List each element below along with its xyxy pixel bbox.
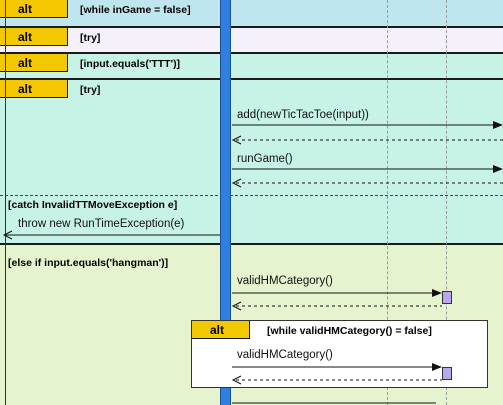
message-valid-hm-1: validHMCategory(): [237, 275, 333, 287]
fragment-try-outer: alt [try]: [0, 26, 503, 52]
guard-try-inner: [try]: [80, 84, 101, 96]
message-run-game: runGame(): [237, 153, 293, 165]
guard-while-ingame: [while inGame = false]: [80, 4, 191, 16]
alt-tag: alt: [0, 28, 68, 46]
activation-box-validhm-1: [442, 291, 452, 304]
fragment-try-inner: alt [try]: [0, 78, 503, 243]
message-throw: throw new RunTimeException(e): [18, 218, 185, 230]
return-head-valid-hm-1: [231, 301, 242, 311]
alt-tag: alt: [0, 54, 68, 72]
message-add: add(newTicTacToe(input)): [237, 109, 369, 121]
alt-tag: alt: [0, 80, 68, 98]
return-head-run-game: [231, 178, 242, 188]
activation-bar-main: [220, 0, 231, 405]
return-head-add: [231, 135, 242, 145]
fragment-input-ttt: alt [input.equals('TTT')]: [0, 52, 503, 78]
alt-tag: alt: [192, 321, 250, 339]
fragment-while-ingame: alt [while inGame = false]: [0, 0, 503, 26]
arrowhead-add: [493, 121, 503, 129]
arrowhead-run-game: [493, 165, 503, 173]
guard-catch: [catch InvalidTTMoveException e]: [8, 199, 178, 211]
message-valid-hm-2: validHMCategory(): [237, 349, 333, 361]
return-head-valid-hm-2: [231, 375, 242, 385]
frame-left-edge: [5, 0, 6, 405]
arrowhead-valid-hm-1: [432, 289, 442, 297]
lifeline-3: [446, 0, 447, 405]
guard-while-validhm: [while validHMCategory() = false]: [267, 325, 432, 337]
alt-tag: alt: [0, 0, 68, 18]
activation-box-validhm-2: [442, 367, 452, 380]
catch-separator: [0, 195, 503, 196]
arrowhead-throw: [2, 230, 13, 240]
arrowhead-valid-hm-2: [432, 363, 442, 371]
guard-try-outer: [try]: [80, 32, 101, 44]
guard-input-ttt: [input.equals('TTT')]: [80, 58, 181, 70]
guard-else-hangman: [else if input.equals('hangman')]: [8, 257, 169, 269]
lifeline-2: [387, 0, 388, 405]
